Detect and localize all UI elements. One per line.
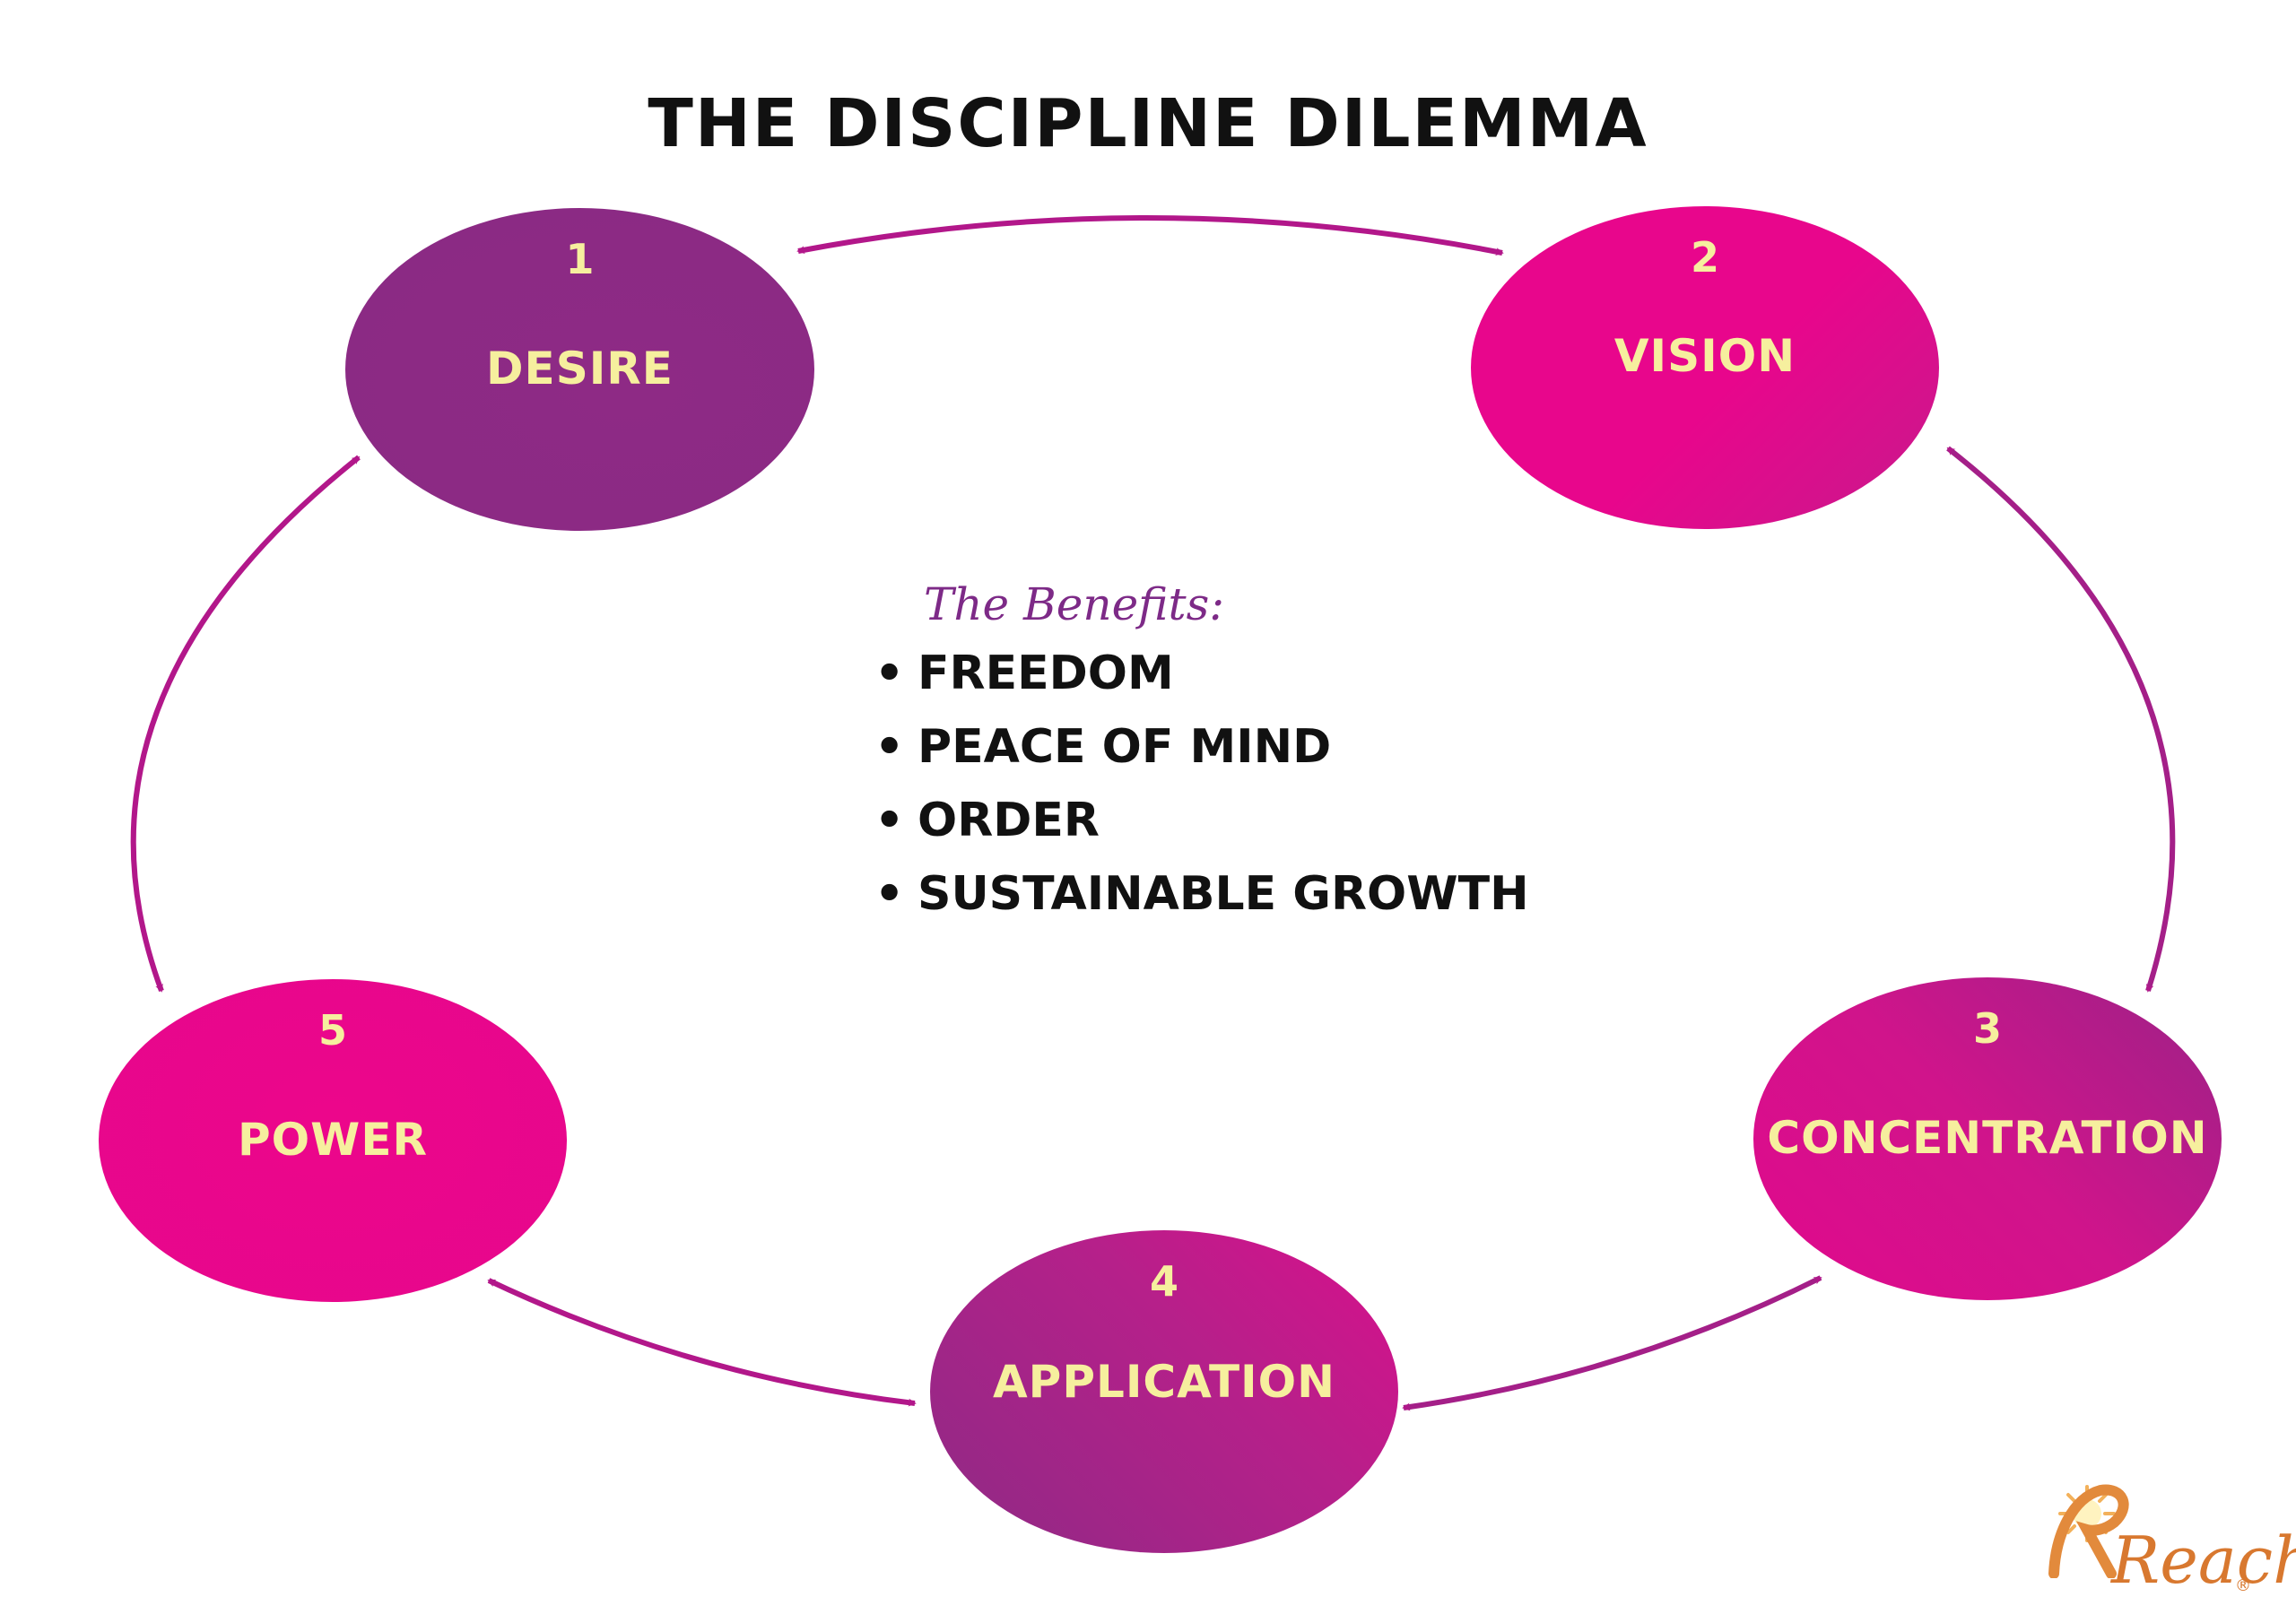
node-label: DESIRE bbox=[486, 343, 674, 395]
page-title: THE DISCIPLINE DILEMMA bbox=[648, 85, 1648, 162]
arrow-desire-vision bbox=[796, 215, 1504, 256]
node-application: 4 APPLICATION bbox=[930, 1230, 1398, 1553]
node-vision: 2 VISION bbox=[1471, 206, 1939, 529]
bullet-icon: • bbox=[874, 867, 905, 921]
benefits-list: •FREEDOM •PEACE OF MIND •ORDER •SUSTAINA… bbox=[874, 637, 1529, 931]
node-label: APPLICATION bbox=[992, 1356, 1336, 1408]
node-desire: 1 DESIRE bbox=[345, 208, 814, 531]
node-number: 1 bbox=[565, 235, 595, 283]
benefit-text: SUSTAINABLE GROWTH bbox=[918, 867, 1529, 921]
arrow-power-desire bbox=[130, 455, 361, 993]
benefit-text: PEACE OF MIND bbox=[918, 720, 1332, 774]
node-label: VISION bbox=[1613, 330, 1796, 382]
benefit-item: •SUSTAINABLE GROWTH bbox=[874, 857, 1529, 931]
arrow-concentration-application bbox=[1402, 1275, 1822, 1411]
registered-icon: ® bbox=[2235, 1576, 2251, 1595]
node-number: 2 bbox=[1690, 233, 1719, 282]
benefit-item: •ORDER bbox=[874, 784, 1529, 857]
node-number: 3 bbox=[1972, 1004, 2002, 1053]
benefit-text: FREEDOM bbox=[918, 647, 1174, 700]
node-label: CONCENTRATION bbox=[1767, 1112, 2208, 1164]
logo-wordmark: Reach bbox=[2111, 1523, 2296, 1598]
node-number: 4 bbox=[1149, 1257, 1178, 1306]
benefit-text: ORDER bbox=[918, 794, 1100, 847]
node-concentration: 3 CONCENTRATION bbox=[1753, 977, 2222, 1300]
benefit-item: •PEACE OF MIND bbox=[874, 710, 1529, 784]
node-power: 5 POWER bbox=[99, 979, 567, 1302]
sunburst-icon bbox=[2048, 1484, 2129, 1578]
arrow-vision-concentration bbox=[1946, 446, 2176, 993]
bullet-icon: • bbox=[874, 647, 905, 700]
bullet-icon: • bbox=[874, 794, 905, 847]
node-label: POWER bbox=[238, 1114, 428, 1166]
benefit-item: •FREEDOM bbox=[874, 637, 1529, 710]
node-number: 5 bbox=[317, 1006, 347, 1055]
arrow-application-power bbox=[487, 1278, 917, 1407]
reach-logo: Reach ® bbox=[2029, 1471, 2296, 1605]
benefits-heading: The Benefits: bbox=[924, 578, 1225, 630]
bullet-icon: • bbox=[874, 720, 905, 774]
